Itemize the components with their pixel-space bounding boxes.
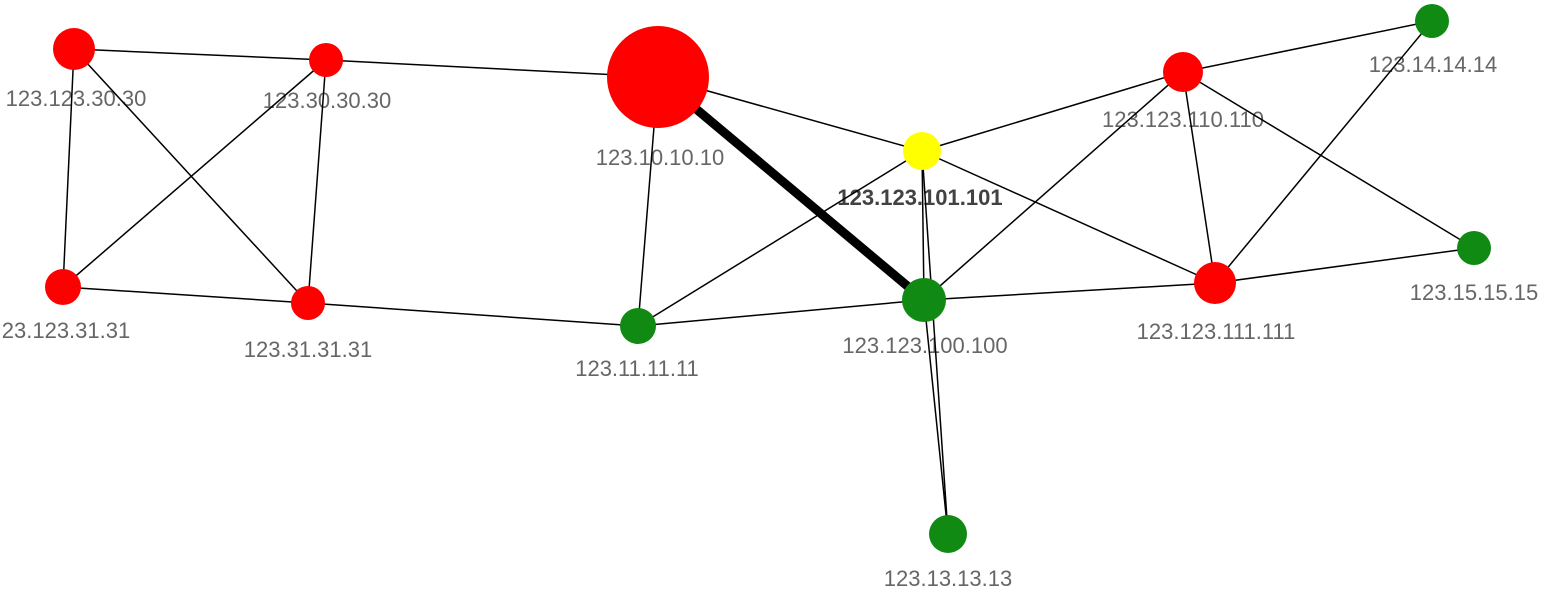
node-123-15-15-15[interactable] bbox=[1457, 231, 1491, 265]
graph-edge[interactable] bbox=[637, 299, 925, 327]
node-123-13-13-13-label: 123.13.13.13 bbox=[884, 566, 1012, 591]
node-123-14-14-14[interactable] bbox=[1415, 4, 1449, 38]
node-123-10-10-10[interactable] bbox=[607, 26, 709, 128]
graph-edge[interactable] bbox=[923, 71, 1184, 301]
node-123-123-111-111[interactable] bbox=[1194, 262, 1236, 304]
node-123-123-111-111-label: 123.123.111.111 bbox=[1137, 319, 1296, 344]
graph-edge[interactable] bbox=[1214, 247, 1475, 284]
graph-edge[interactable] bbox=[923, 299, 949, 535]
node-123-123-30-30[interactable] bbox=[53, 28, 95, 70]
graph-edge[interactable] bbox=[1182, 71, 1216, 284]
node-123-11-11-11-label: 123.11.11.11 bbox=[575, 356, 699, 381]
node-123-123-100-100-label: 123.123.100.100 bbox=[842, 333, 1007, 358]
graph-edge[interactable] bbox=[1182, 20, 1433, 73]
node-123-123-101-101[interactable] bbox=[903, 132, 941, 170]
node-123-123-100-100[interactable] bbox=[902, 278, 946, 322]
graph-edge[interactable] bbox=[921, 150, 949, 535]
node-123-123-101-101-label: 123.123.101.101 bbox=[837, 185, 1002, 210]
node-123-31-31-31[interactable] bbox=[291, 286, 325, 320]
graph-edge[interactable] bbox=[1214, 20, 1433, 284]
graph-edge[interactable] bbox=[921, 71, 1184, 152]
node-123-31-31-31-label: 123.31.31.31 bbox=[244, 337, 372, 362]
node-123-123-110-110[interactable] bbox=[1163, 52, 1203, 92]
node-123-13-13-13[interactable] bbox=[929, 515, 967, 553]
graph-edge[interactable] bbox=[307, 302, 639, 327]
node-123-123-110-110-label: 123.123.110.110 bbox=[1102, 107, 1264, 132]
graph-edge[interactable] bbox=[637, 150, 923, 327]
node-23-123-31-31-label: 23.123.31.31 bbox=[2, 318, 130, 343]
node-123-30-30-30[interactable] bbox=[309, 43, 343, 77]
node-123-14-14-14-label: 123.14.14.14 bbox=[1369, 52, 1497, 77]
graph-edge[interactable] bbox=[923, 282, 1216, 301]
graph-edge[interactable] bbox=[62, 286, 309, 304]
graph-edge[interactable] bbox=[62, 48, 75, 288]
graph-edge[interactable] bbox=[307, 59, 327, 304]
node-123-11-11-11[interactable] bbox=[620, 308, 656, 344]
graph-edge[interactable] bbox=[921, 150, 925, 301]
graph-edge[interactable] bbox=[921, 150, 1216, 284]
node-23-123-31-31[interactable] bbox=[45, 269, 81, 305]
graph-edge[interactable] bbox=[73, 48, 327, 61]
node-123-15-15-15-label: 123.15.15.15 bbox=[1410, 280, 1538, 305]
graph-edge[interactable] bbox=[325, 59, 659, 78]
node-123-30-30-30-label: 123.30.30.30 bbox=[263, 88, 391, 113]
node-123-123-30-30-label: 123.123.30.30 bbox=[6, 86, 147, 111]
node-123-10-10-10-label: 123.10.10.10 bbox=[596, 145, 724, 170]
graph-edge-selected[interactable] bbox=[655, 73, 927, 304]
graph-edge[interactable] bbox=[62, 59, 327, 288]
graph-edge[interactable] bbox=[1182, 71, 1475, 249]
